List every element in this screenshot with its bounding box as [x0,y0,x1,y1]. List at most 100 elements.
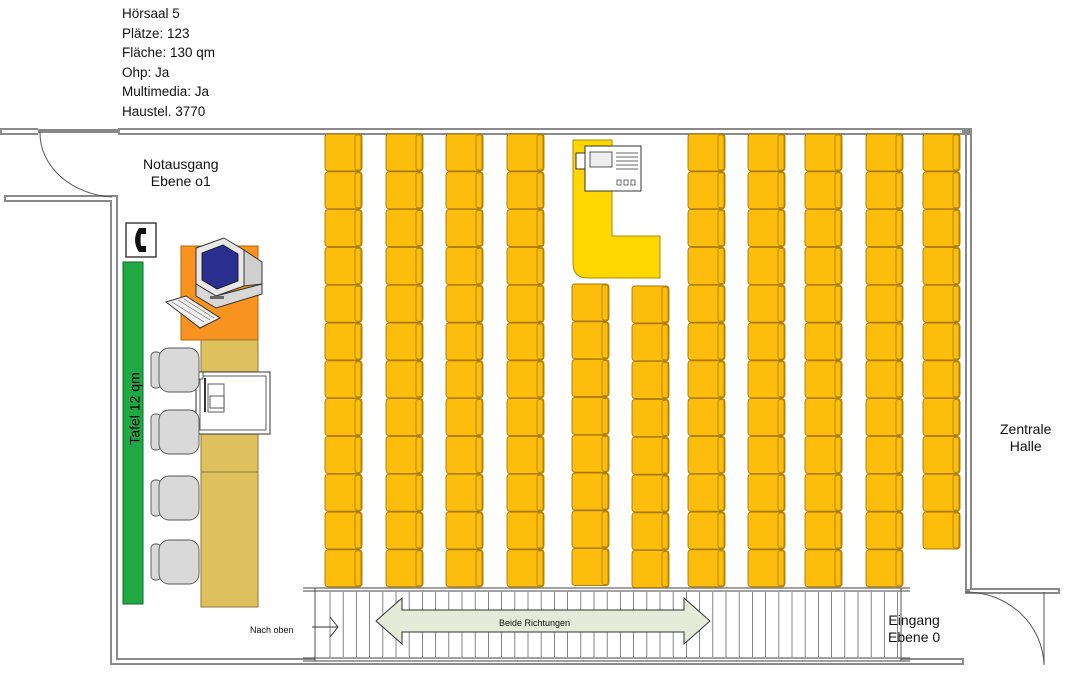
seat [631,474,670,513]
video-projector-icon [575,145,642,192]
seat [865,246,904,285]
seat [445,398,484,437]
seat [385,246,424,285]
door-entrance [965,591,1045,666]
seat [571,472,610,511]
seat [324,209,363,248]
seat [747,322,786,361]
seat [747,398,786,437]
seat [687,549,726,588]
entrance-label-line2: Ebene 0 [888,629,941,645]
seat [324,473,363,512]
grey-chair [150,409,200,455]
seat [922,246,961,285]
seat [687,360,726,399]
seat [747,246,786,285]
seat [865,435,904,474]
seat [385,473,424,512]
seat [506,435,545,474]
seat [747,171,786,210]
seat [445,171,484,210]
seat [922,398,961,437]
room-seats: Plätze: 123 [122,25,190,41]
seat [865,322,904,361]
seat [571,283,610,322]
seat [747,473,786,512]
seat [804,360,843,399]
seat [506,133,545,172]
entrance-label: Eingang Ebene 0 [888,612,940,646]
seat [445,209,484,248]
seat [506,473,545,512]
seat [506,360,545,399]
seat [445,435,484,474]
seat [571,359,610,398]
seat [747,360,786,399]
seat [922,284,961,323]
central-hall-label-line1: Zentrale [1000,421,1052,437]
room-multimedia: Multimedia: Ja [122,84,210,100]
seat [385,360,424,399]
seat [747,133,786,172]
seat [631,285,670,324]
seat [747,511,786,550]
seat [687,171,726,210]
seat [687,322,726,361]
seat [385,322,424,361]
seat [506,549,545,588]
overhead-projector-icon [195,371,271,435]
seat [324,360,363,399]
seat [922,360,961,399]
seat [865,284,904,323]
seat [445,246,484,285]
seat [324,171,363,210]
seat [865,511,904,550]
seat [506,398,545,437]
seat [865,360,904,399]
seat [631,323,670,362]
seat [324,133,363,172]
stairs-up-label: Nach oben [250,625,294,635]
seat [324,549,363,588]
seat [922,511,961,550]
room-info: Hörsaal 5 Plätze: 123 Fläche: 130 qm Ohp… [122,4,215,122]
seat [922,171,961,210]
seat [631,436,670,475]
seat [631,361,670,400]
emergency-exit-label-line2: Ebene o1 [150,173,211,189]
seat [324,511,363,550]
seat [571,510,610,549]
seat [631,512,670,551]
seat [385,171,424,210]
seat [506,209,545,248]
seat [385,511,424,550]
up-arrow-icon [312,616,339,638]
seat [506,511,545,550]
seat [324,398,363,437]
seating [324,133,961,589]
emergency-exit-label: Notausgang Ebene o1 [143,156,219,190]
seat [687,284,726,323]
seat [385,398,424,437]
seat [385,435,424,474]
seat [687,246,726,285]
seat [922,322,961,361]
seat [571,396,610,435]
seat [324,246,363,285]
room-area: Fläche: 130 qm [122,45,216,61]
seat [571,548,610,587]
seat [804,171,843,210]
seat [445,360,484,399]
central-hall-label: Zentrale Halle [1000,421,1051,455]
both-directions-label: Beide Richtungen [499,618,571,628]
entrance-label-line1: Eingang [888,612,940,628]
seat [506,284,545,323]
seat [747,549,786,588]
seat [324,284,363,323]
seat [804,284,843,323]
seat [571,434,610,473]
seat [804,511,843,550]
seat [865,473,904,512]
seat [922,473,961,512]
